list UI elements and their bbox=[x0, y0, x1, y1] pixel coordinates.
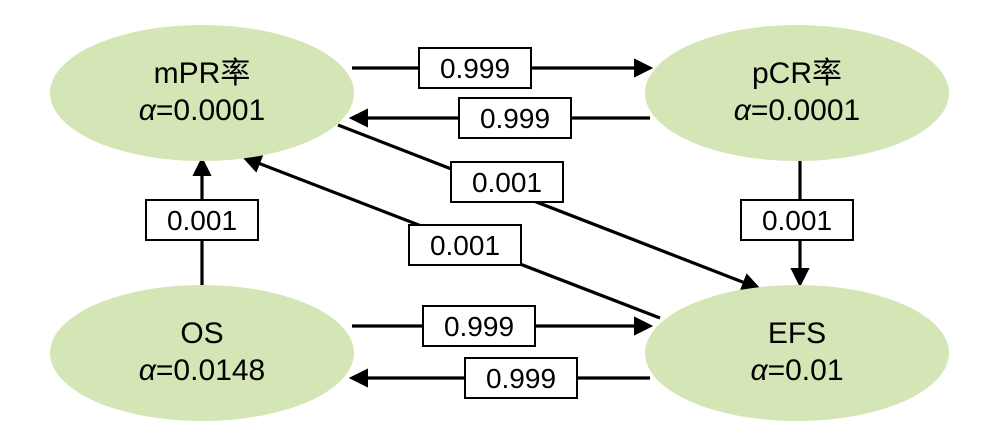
node-os-alpha: α=0.0148 bbox=[139, 354, 265, 387]
weight-value: 0.999 bbox=[440, 53, 510, 84]
weight-value: 0.001 bbox=[167, 205, 237, 236]
node-mpr-name: mPR率 bbox=[154, 57, 251, 90]
weight-label-mpr-to-efs: 0.001 bbox=[450, 161, 564, 203]
node-pcr-alpha: α=0.0001 bbox=[734, 94, 860, 127]
node-pcr-name: pCR率 bbox=[752, 57, 842, 90]
node-pcr: pCR率 α=0.0001 bbox=[645, 25, 949, 161]
weight-label-efs-to-mpr: 0.001 bbox=[408, 224, 522, 266]
weight-label-pcr-to-efs: 0.001 bbox=[740, 199, 854, 241]
edge-mpr-to-efs bbox=[337, 123, 761, 292]
node-efs-name: EFS bbox=[768, 317, 826, 350]
node-efs: EFS α=0.01 bbox=[645, 285, 949, 421]
weight-label-pcr-to-mpr: 0.999 bbox=[458, 97, 572, 139]
weight-value: 0.001 bbox=[472, 167, 542, 198]
weight-label-efs-to-os: 0.999 bbox=[464, 357, 578, 399]
node-os: OS α=0.0148 bbox=[50, 285, 354, 421]
weight-value: 0.999 bbox=[486, 363, 556, 394]
weight-label-os-to-efs: 0.999 bbox=[422, 305, 536, 347]
weight-value: 0.001 bbox=[430, 230, 500, 261]
node-mpr: mPR率 α=0.0001 bbox=[50, 25, 354, 161]
weight-value: 0.999 bbox=[444, 311, 514, 342]
weight-label-mpr-to-pcr: 0.999 bbox=[418, 47, 532, 89]
node-mpr-alpha: α=0.0001 bbox=[139, 94, 265, 127]
node-efs-alpha: α=0.01 bbox=[750, 354, 843, 387]
weight-value: 0.001 bbox=[762, 205, 832, 236]
node-os-name: OS bbox=[180, 317, 223, 350]
weight-value: 0.999 bbox=[480, 103, 550, 134]
weight-label-os-to-mpr: 0.001 bbox=[145, 199, 259, 241]
